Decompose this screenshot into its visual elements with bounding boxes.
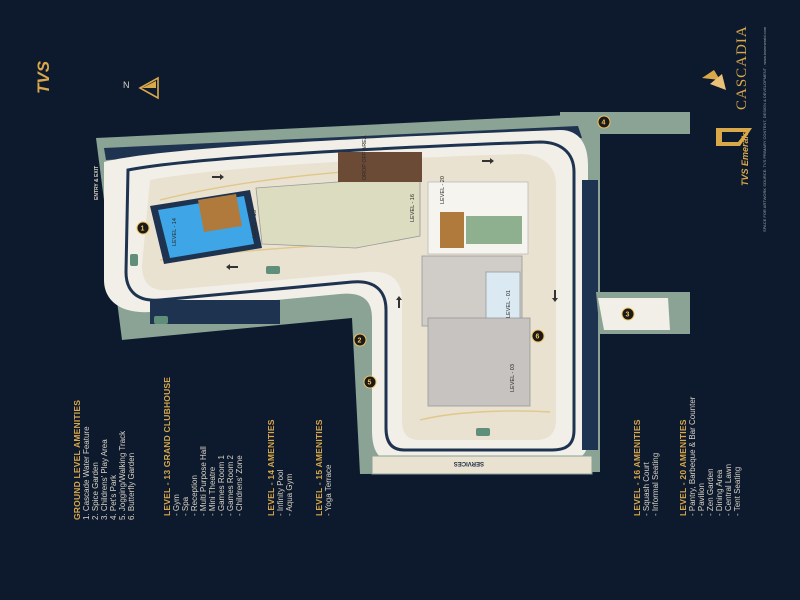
level-03-block <box>427 317 531 407</box>
label-level-03: LEVEL - 03 <box>510 364 516 392</box>
svg-text:4: 4 <box>602 120 606 127</box>
legend-item: - Childrens' Zone <box>235 455 244 516</box>
legend-item: - Infinity Pool <box>276 469 285 516</box>
pool-wood-deck <box>198 194 242 232</box>
north-strip <box>560 112 690 134</box>
traffic-arrow-icon <box>552 290 558 302</box>
legend-level16-heading: LEVEL - 16 AMENITIES <box>632 419 642 516</box>
legend-ground-heading: GROUND LEVEL AMENITIES <box>72 399 82 520</box>
legend-level14-heading: LEVEL - 14 AMENITIES <box>266 419 276 516</box>
svg-text:3: 3 <box>626 312 630 319</box>
car-icon <box>266 266 280 274</box>
label-entry-exit: ENTRY & EXIT <box>94 166 100 200</box>
legend-item: 4. Pet's Park <box>109 474 118 520</box>
legend-item: - Games Room 1 <box>217 455 226 516</box>
legend-level20: LEVEL - 20 AMENITIES - Pantry, Barbeque … <box>678 397 742 516</box>
legend-level14: LEVEL - 14 AMENITIES - Infinity Pool - A… <box>266 419 294 516</box>
marker-4[interactable]: 4 <box>597 115 611 129</box>
traffic-arrow-icon <box>226 264 238 270</box>
svg-text:2: 2 <box>358 338 362 345</box>
jogging-ring <box>124 140 576 452</box>
traffic-arrow-icon <box>212 174 224 180</box>
cascadia-logo <box>700 60 730 105</box>
legend-item: 5. Jogging/Walking Track <box>118 430 127 520</box>
central-lawn-block <box>255 175 421 249</box>
legend-item: - Dining Area <box>715 469 724 516</box>
legend-item: - Informal Seating <box>651 452 660 516</box>
legend-item: - Spa <box>181 496 190 516</box>
cascadia-emblem-icon <box>702 70 726 90</box>
legend-level15-heading: LEVEL - 15 AMENITIES <box>314 419 324 516</box>
marker-5[interactable]: 5 <box>363 375 377 389</box>
tvs-emerald-logo <box>712 126 754 187</box>
legend-level16: LEVEL - 16 AMENITIES - Squash Court - In… <box>632 419 660 516</box>
legend-level15: LEVEL - 15 AMENITIES - Yoga Terrace <box>314 419 333 516</box>
car-icon <box>154 316 168 324</box>
legend-item: - Gym <box>172 494 181 516</box>
north-arrow-icon <box>138 76 159 100</box>
parking-east <box>582 180 598 450</box>
marker-3[interactable]: 3 <box>621 307 635 321</box>
car-icon <box>130 254 138 266</box>
legend-item: - Games Room 2 <box>226 455 235 516</box>
label-services: SERVICES <box>454 460 484 466</box>
marker-1[interactable]: 1 <box>136 221 150 235</box>
compass-label: N <box>123 80 130 90</box>
traffic-arrow-icon <box>482 158 494 164</box>
marker-6[interactable]: 6 <box>531 329 545 343</box>
car-icon <box>476 428 490 436</box>
legend-item: 1. Cascade Water Feature <box>82 426 91 520</box>
legend-item: - Aqua Gym <box>285 473 294 516</box>
legend-item: - Reception <box>190 475 199 516</box>
label-level-01: LEVEL - 01 <box>506 290 512 318</box>
label-level-20: LEVEL - 20 <box>440 176 446 204</box>
services-strip <box>371 455 593 475</box>
compass: N <box>118 72 164 107</box>
legend-item: - Zen Garden <box>706 468 715 516</box>
label-level-14: LEVEL - 14 <box>172 218 178 246</box>
svg-text:1: 1 <box>141 226 145 233</box>
legend-item: - Multi Purpose Hall <box>199 446 208 516</box>
svg-text:6: 6 <box>536 334 540 341</box>
emerald-emblem-icon <box>716 128 752 146</box>
legend-item: 6. Butterfly Garden <box>127 452 136 520</box>
legend-item: - Yoga Terrace <box>324 464 333 516</box>
legend-item: - Pavilion <box>697 483 706 516</box>
legend-level13: LEVEL - 13 GRAND CLUBHOUSE - Gym - Spa -… <box>162 377 244 516</box>
legend-item: - Central Lawn <box>724 463 733 516</box>
legend-item: - Pantry, Barbeque & Bar Counter <box>688 396 697 516</box>
legend-level20-heading: LEVEL - 20 AMENITIES <box>678 419 688 516</box>
label-level-16: LEVEL - 16 <box>410 194 416 222</box>
svg-text:5: 5 <box>368 380 372 387</box>
legend-level13-heading: LEVEL - 13 GRAND CLUBHOUSE <box>162 376 172 516</box>
traffic-arrow-icon <box>396 296 402 308</box>
marker-2[interactable]: 2 <box>353 333 367 347</box>
legend-item: 3. Childrens' Play Area <box>100 439 109 520</box>
parking-south <box>150 300 280 324</box>
legend-item: - Squash Court <box>642 462 651 516</box>
legend-ground: GROUND LEVEL AMENITIES 1. Cascade Water … <box>72 400 136 520</box>
legend-item: 2. Spice Garden <box>91 462 100 520</box>
legend-item: - Mini Theatre <box>208 466 217 516</box>
legend-item: - Tent Seating <box>733 466 742 516</box>
drop-off-area <box>338 152 422 182</box>
label-level-15: LEVEL - 15 <box>252 210 258 238</box>
label-drop-off: DROP OFF AREA <box>362 135 368 180</box>
